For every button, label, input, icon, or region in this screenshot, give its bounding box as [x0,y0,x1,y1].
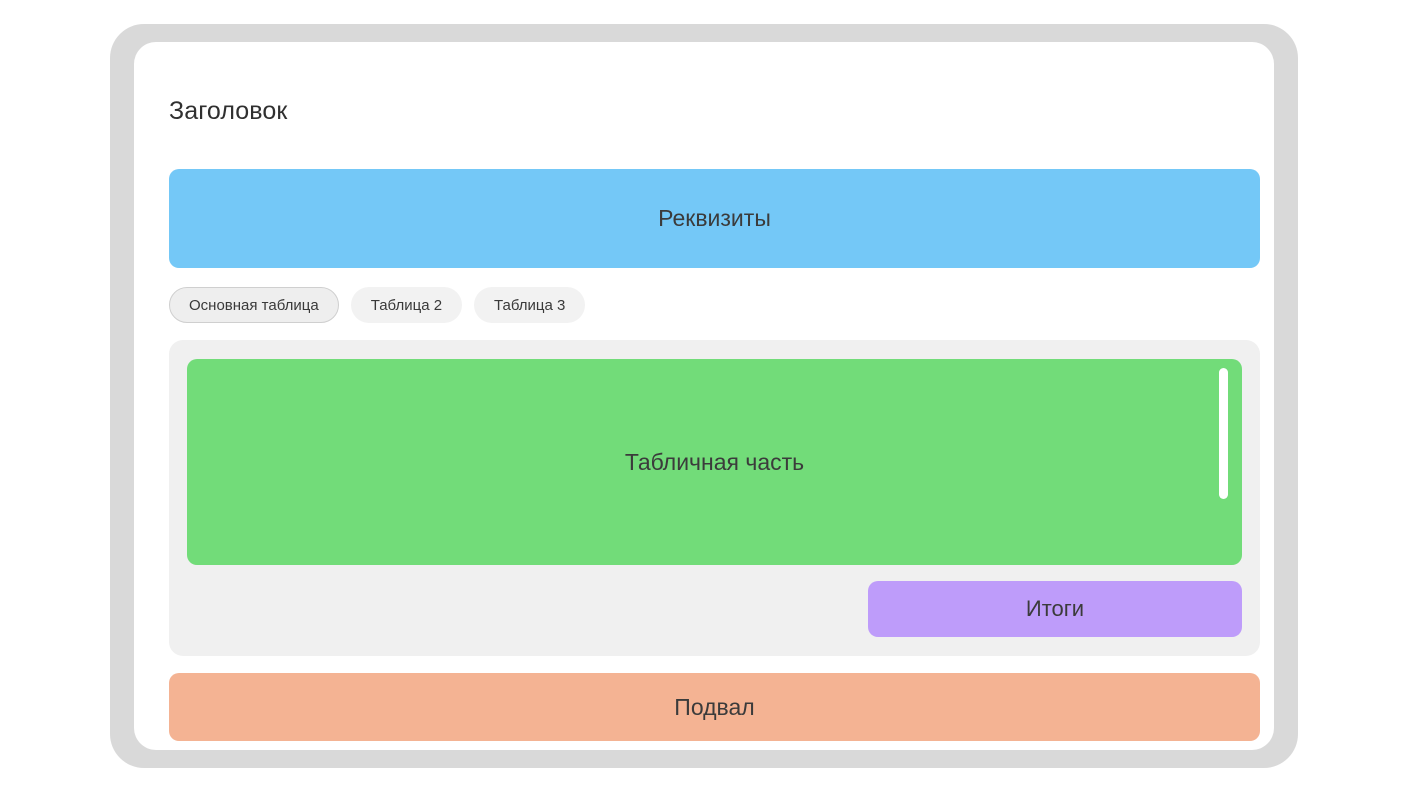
totals-button[interactable]: Итоги [868,581,1242,637]
form-card: Заголовок Реквизиты Основная таблица Таб… [134,42,1274,750]
table-panel: Табличная часть Итоги [169,340,1260,656]
tab-main-table[interactable]: Основная таблица [169,287,339,323]
tab-table-2[interactable]: Таблица 2 [350,287,463,323]
requisites-section: Реквизиты [169,169,1260,268]
vertical-scrollbar-thumb[interactable] [1219,368,1228,499]
table-part-label: Табличная часть [624,448,805,475]
footer-section: Подвал [169,673,1260,741]
tab-table-3[interactable]: Таблица 3 [474,287,586,323]
table-part-section[interactable]: Табличная часть [187,359,1242,565]
table-tabs: Основная таблица Таблица 2 Таблица 3 [169,287,586,323]
vertical-scrollbar-track[interactable] [1219,359,1228,565]
outer-frame: Заголовок Реквизиты Основная таблица Таб… [110,24,1298,768]
page-title: Заголовок [169,97,288,125]
